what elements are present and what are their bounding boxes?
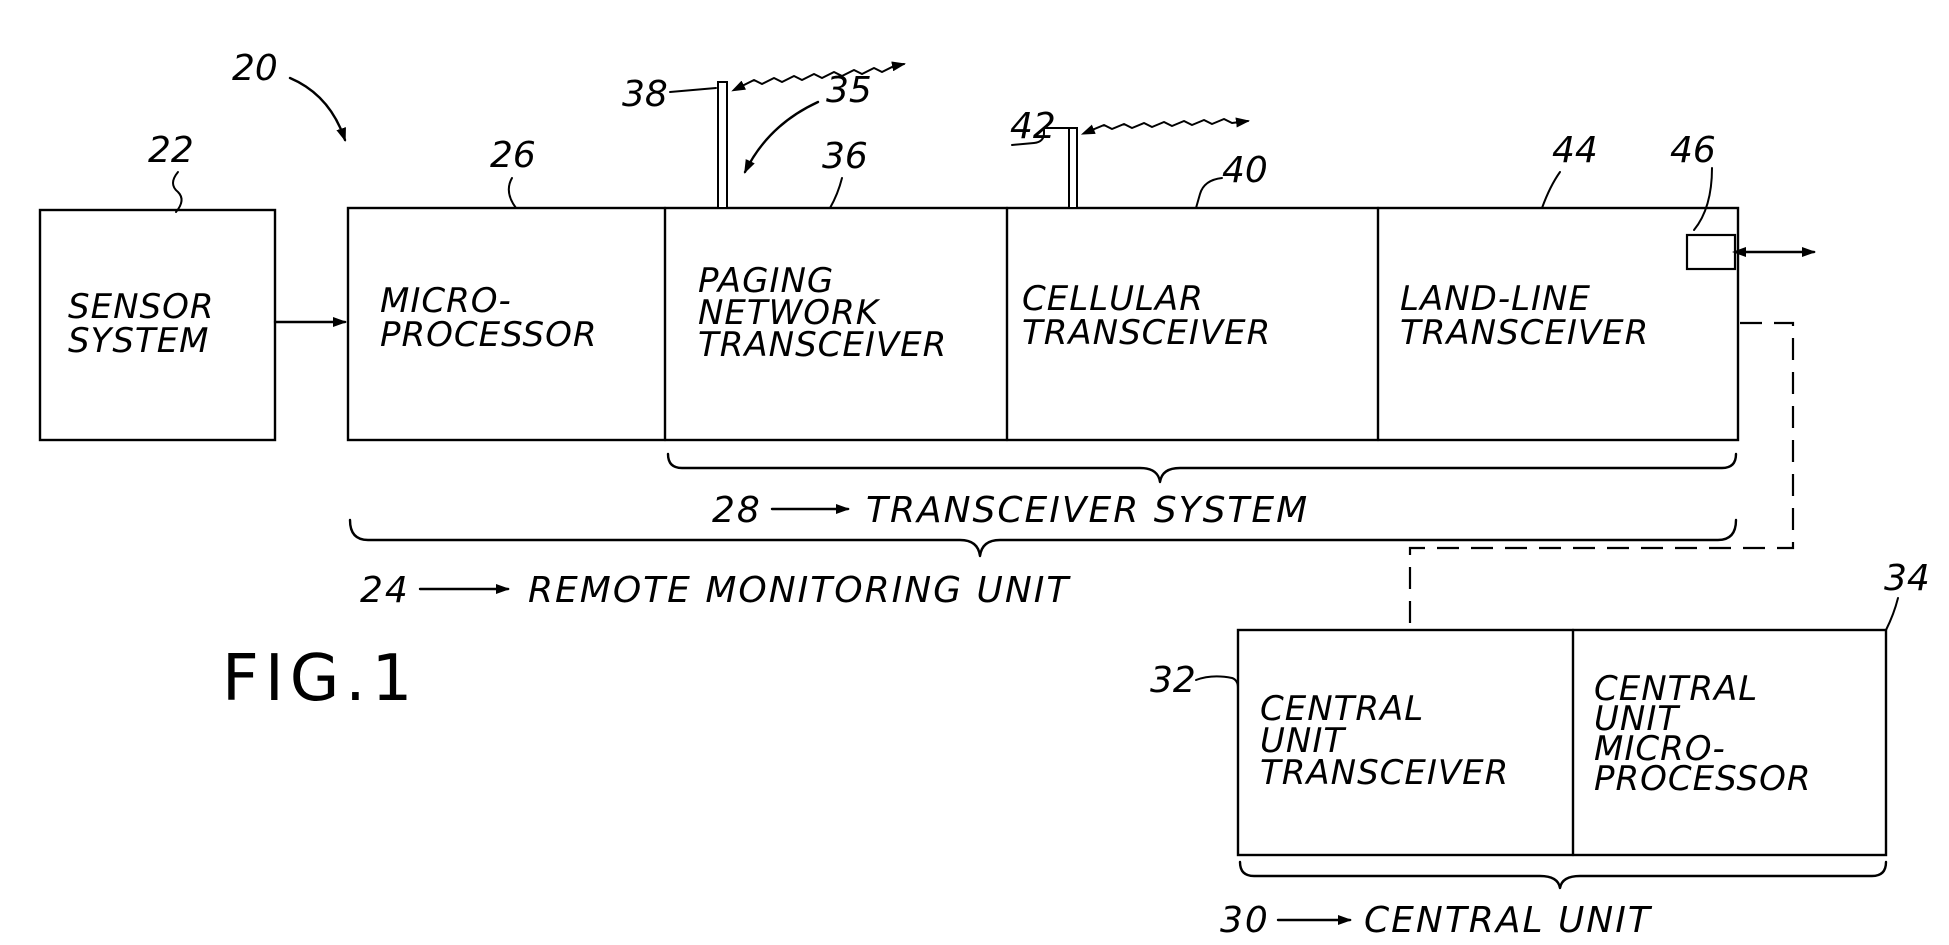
central-unit-label: CENTRAL UNIT <box>1364 900 1653 941</box>
ref-36-leader <box>830 178 842 208</box>
ref-44: 44 <box>1552 130 1598 171</box>
landline-label-2: TRANSCEIVER <box>1400 313 1649 353</box>
ref-40-leader <box>1196 178 1222 208</box>
ref-36: 36 <box>822 136 868 177</box>
ref-42: 42 <box>1010 106 1056 147</box>
ref-46: 46 <box>1670 130 1716 171</box>
cellular-signal-arrow <box>1092 119 1248 130</box>
ref-44-leader <box>1542 172 1560 208</box>
ref-34-leader <box>1886 598 1898 630</box>
ref-34: 34 <box>1884 558 1930 599</box>
central-unit-brace <box>1240 862 1886 888</box>
paging-antenna <box>718 82 727 208</box>
ref-26-leader <box>509 178 516 208</box>
ref-30: 30 <box>1220 900 1270 941</box>
ref-35: 35 <box>826 70 872 111</box>
ref-40: 40 <box>1222 150 1268 191</box>
ref-28: 28 <box>712 490 762 531</box>
ref-38-leader <box>670 88 716 92</box>
ref-32-leader <box>1196 676 1238 688</box>
figure-label: FIG.1 <box>222 642 418 716</box>
ref-20-arrow <box>290 78 345 140</box>
ref-38: 38 <box>622 74 668 115</box>
ref-22: 22 <box>148 130 194 171</box>
transceiver-system-label: TRANSCEIVER SYSTEM <box>866 490 1309 531</box>
paging-label-3: TRANSCEIVER <box>698 325 947 365</box>
ref-26: 26 <box>490 135 536 176</box>
ref-35-arrow <box>745 102 818 172</box>
cellular-antenna <box>1069 128 1077 208</box>
cellular-label-2: TRANSCEIVER <box>1022 313 1271 353</box>
transceiver-system-brace <box>668 454 1736 482</box>
central-transceiver-label-3: TRANSCEIVER <box>1260 753 1509 793</box>
ref-24: 24 <box>360 570 410 611</box>
ref-32: 32 <box>1150 660 1196 701</box>
sensor-label-2: SYSTEM <box>68 321 210 361</box>
ref-20: 20 <box>232 48 278 89</box>
central-microprocessor-label-4: PROCESSOR <box>1594 759 1811 799</box>
microprocessor-label-2: PROCESSOR <box>380 315 597 355</box>
connector-46 <box>1687 235 1735 269</box>
paging-signal-arrow <box>742 64 904 86</box>
remote-monitoring-unit-label: REMOTE MONITORING UNIT <box>528 570 1071 611</box>
ref-22-leader <box>173 172 182 212</box>
